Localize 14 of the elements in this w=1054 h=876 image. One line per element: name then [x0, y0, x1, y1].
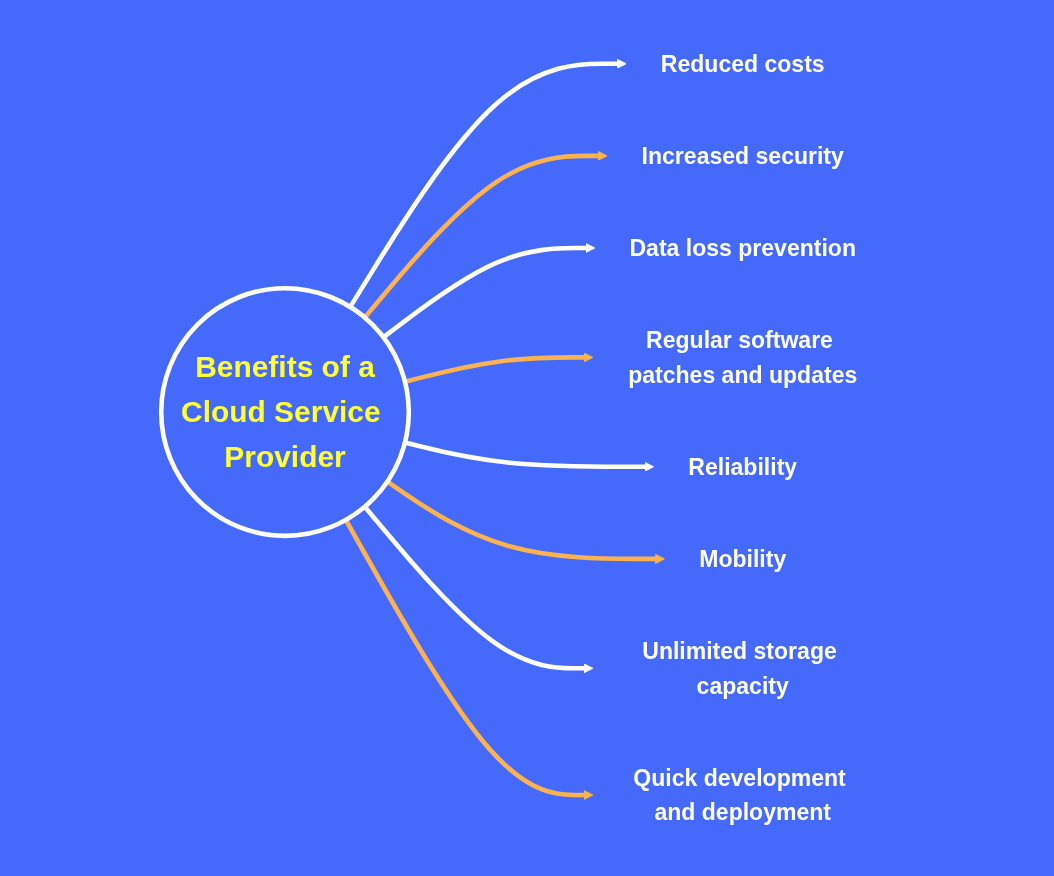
- arrow: [363, 505, 594, 674]
- node-text: Reduced costs: [661, 51, 825, 77]
- arrow: [344, 518, 594, 800]
- arrow: [363, 150, 608, 319]
- arrow: [382, 242, 596, 339]
- node-text: Reliability: [688, 454, 798, 480]
- node-text: Data loss prevention: [629, 235, 857, 261]
- node-text: Mobility: [699, 546, 787, 572]
- arrow: [386, 479, 666, 564]
- node-text: Quick development and deployment: [633, 765, 846, 825]
- node-text: Increased security: [641, 143, 845, 169]
- node-circle: Benefits of a Cloud Service Provider: [159, 286, 412, 539]
- node-text: Regular software patches and updates: [628, 327, 858, 388]
- node-text: Unlimited storage capacity: [642, 638, 837, 699]
